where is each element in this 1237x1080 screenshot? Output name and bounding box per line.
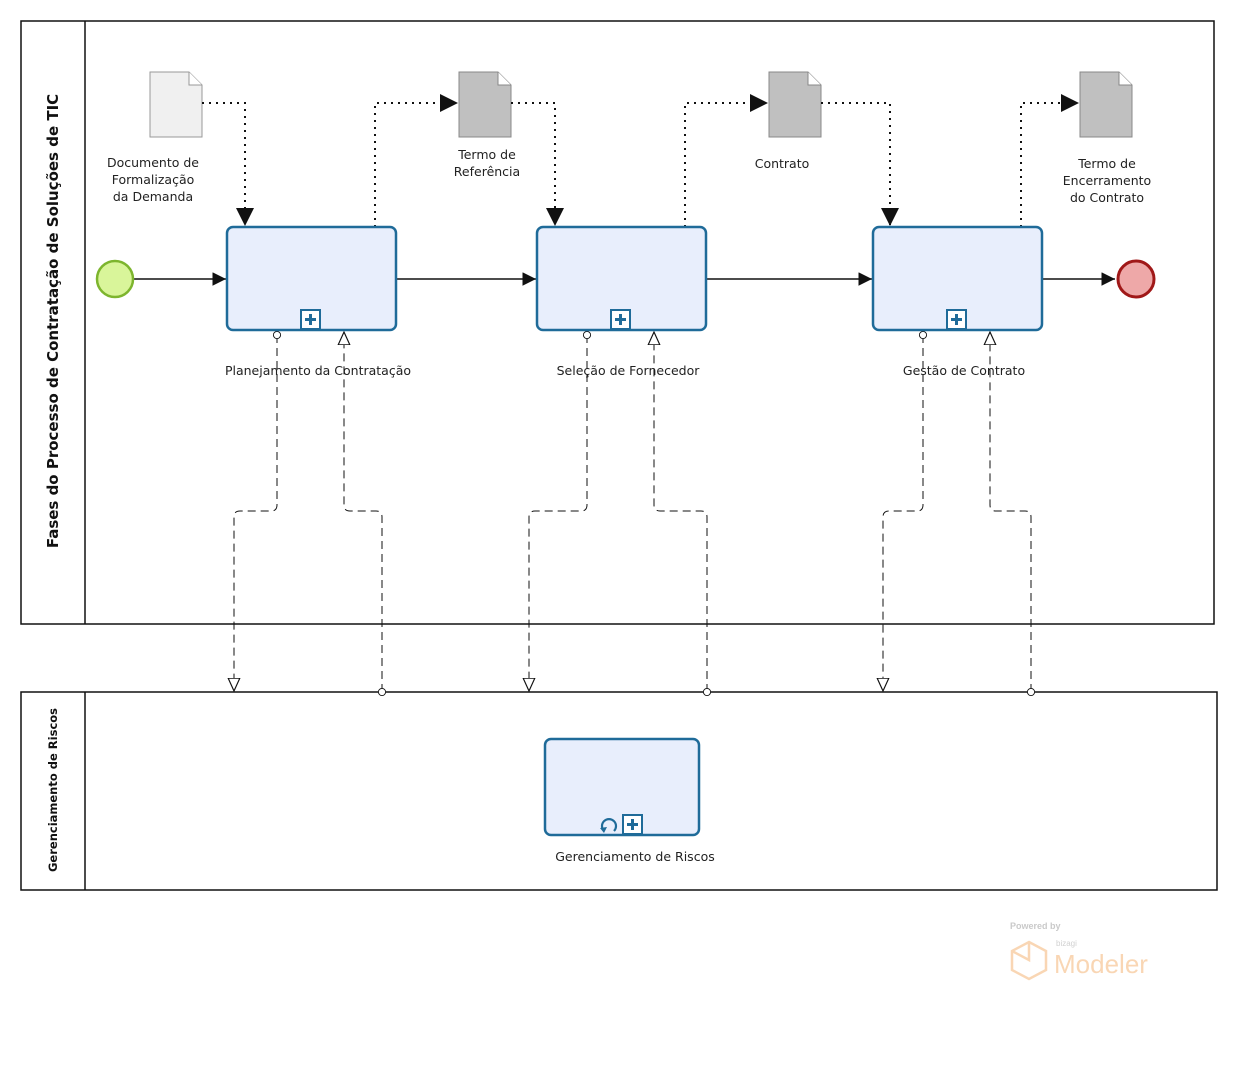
message-flow-gestao-riscos[interactable] <box>883 335 923 691</box>
association-dfd-planejamento[interactable] <box>202 102 254 226</box>
pool-title-riscos: Gerenciamento de Riscos <box>46 707 60 873</box>
subprocess-planejamento[interactable] <box>225 225 398 332</box>
end-event[interactable] <box>1116 259 1156 299</box>
data-object-label-tec: Termo de Encerramento do Contrato <box>1062 156 1152 205</box>
subprocess-label-gestao: Gestão de Contrato <box>902 363 1026 378</box>
collapsed-plus-icon <box>946 309 967 330</box>
watermark-brand: bizagi <box>1056 939 1077 948</box>
data-object-tec[interactable] <box>1079 71 1133 138</box>
association-gestao-tec[interactable] <box>1020 94 1079 227</box>
data-object-label-dfd: Documento de Formalização da Demanda <box>106 155 199 204</box>
subprocess-label-planejamento: Planejamento da Contratação <box>224 363 412 378</box>
message-flow-riscos-gestao[interactable] <box>990 332 1031 692</box>
start-event[interactable] <box>95 259 135 299</box>
subprocess-label-selecao: Seleção de Fornecedor <box>556 363 700 378</box>
data-object-label-contrato: Contrato <box>754 156 810 171</box>
data-object-dfd[interactable] <box>149 71 203 138</box>
message-flow-riscos-planejamento[interactable] <box>344 332 382 692</box>
bizagi-logo-icon <box>1010 940 1048 981</box>
collapsed-plus-icon <box>610 309 631 330</box>
pool-title-fases: Fases do Processo de Contratação de Solu… <box>44 93 62 549</box>
loop-icon <box>600 818 618 833</box>
data-object-tr[interactable] <box>458 71 512 138</box>
subprocess-label-riscos: Gerenciamento de Riscos <box>555 849 715 864</box>
watermark-product: Modeler <box>1054 949 1148 979</box>
data-object-label-tr: Termo de Referência <box>453 147 521 179</box>
watermark: Powered by bizagi Modeler <box>1010 921 1148 979</box>
association-tr-selecao[interactable] <box>511 102 564 226</box>
collapsed-plus-icon <box>622 814 643 835</box>
message-flow-selecao-riscos[interactable] <box>529 335 587 691</box>
watermark-powered-by: Powered by <box>1010 921 1061 931</box>
collapsed-plus-icon <box>300 309 321 330</box>
subprocess-selecao[interactable] <box>535 225 708 332</box>
data-object-contrato[interactable] <box>768 71 822 138</box>
subprocess-gestao[interactable] <box>871 225 1044 332</box>
message-flow-planejamento-riscos[interactable] <box>234 335 277 691</box>
association-contrato-gestao[interactable] <box>821 102 899 226</box>
subprocess-riscos[interactable] <box>543 737 701 837</box>
